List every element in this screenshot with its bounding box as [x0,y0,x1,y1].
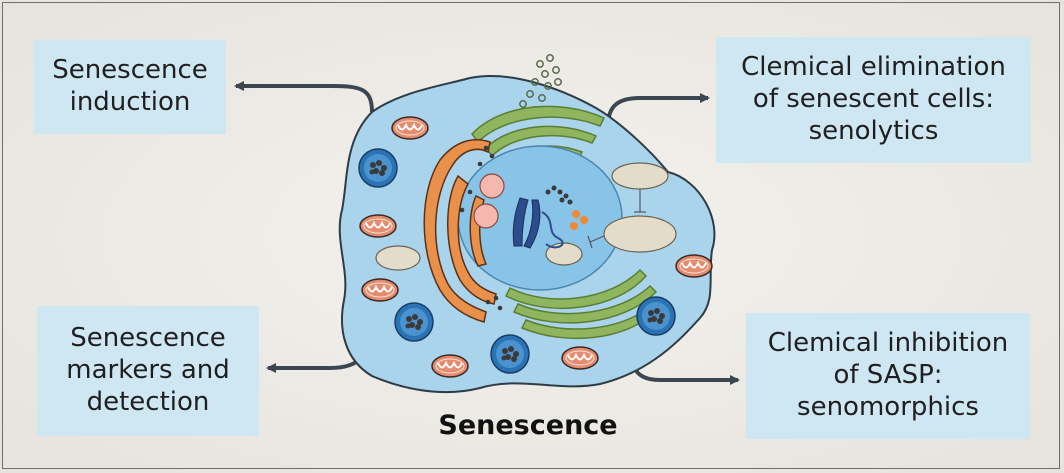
lysosome-3 [490,334,530,374]
mitochondrion-2 [359,214,397,238]
nuclear-granules [545,185,573,205]
senescence-markers-box: Senescence markers and detection [37,306,259,436]
pink-vesicle-1 [479,173,505,199]
mitochondrion-3 [361,278,399,302]
senolytics-box: Clemical elimination of senescent cells:… [716,37,1031,163]
er-bottom [504,268,658,340]
mitochondrion-5 [561,346,599,370]
secretion-vesicles [519,54,562,114]
lysosome-4 [636,296,676,336]
nucleolus [545,242,583,266]
signal-ellipse-1 [611,162,669,190]
mitochondrion-1 [391,116,429,140]
arrow-to-induction [234,81,374,113]
lysosome-2 [394,302,434,342]
diagram-caption: Senescence [438,410,618,441]
mitochondrion-6 [675,254,713,278]
beige-organelle-left [375,245,421,271]
mitochondrion-4 [431,354,469,378]
lysosome-1 [358,148,398,188]
golgi-vesicles [459,145,503,311]
senomorphics-box: Clemical inhibition of SASP: senomorphic… [746,313,1030,439]
pink-vesicle-2 [473,203,499,229]
dna-strand [541,211,564,249]
orange-dots [570,210,588,230]
chromosome [512,197,541,249]
senescence-induction-box: Senescence induction [34,40,226,134]
signal-ellipse-2 [603,215,677,253]
